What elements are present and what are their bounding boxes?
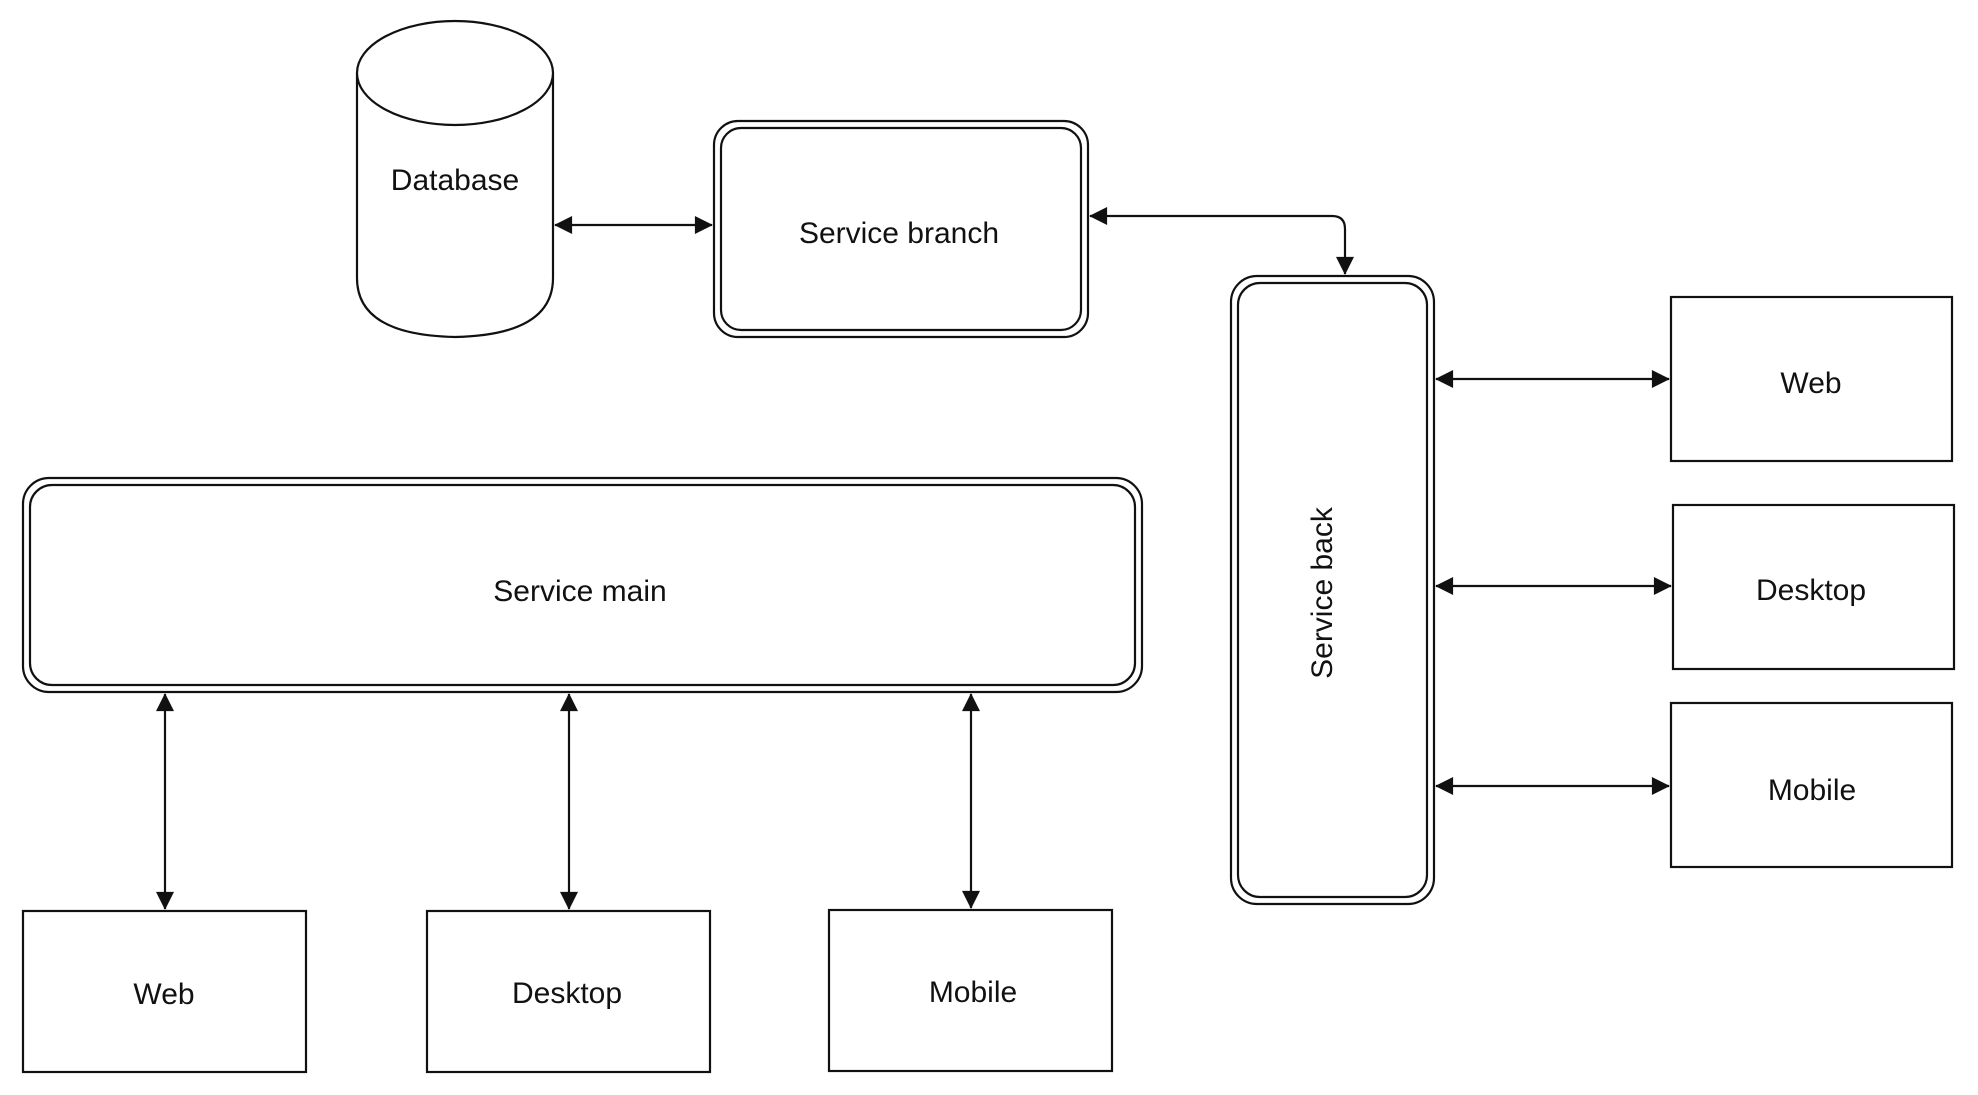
back-desktop-box [1671,503,1956,671]
main-web-label: Web [133,978,194,1011]
main-mobile-node: Mobile [827,908,1114,1073]
service-back-label: Service back [1306,506,1339,679]
service-branch-to-service-back-arrow [1089,207,1354,275]
database-cylinder-body [355,73,555,339]
service-back-node: Service back [1229,274,1436,906]
service-branch-label: Service branch [799,217,999,250]
back-web-box [1669,295,1954,463]
service-main-node: Service main [21,476,1144,694]
main-desktop-label: Desktop [512,977,622,1010]
back-mobile-label: Mobile [1768,774,1856,807]
database-cylinder-top [355,19,555,127]
main-desktop-node: Desktop [425,909,712,1074]
database-node: Database [355,19,555,339]
main-web-box [21,909,308,1074]
main-mobile-label: Mobile [929,976,1017,1009]
database-label: Database [391,164,519,197]
main-web-node: Web [21,909,308,1074]
back-mobile-box [1669,701,1954,869]
back-web-node: Web [1669,295,1954,463]
main-desktop-box [425,909,712,1074]
service-main-label: Service main [493,575,666,608]
service-branch-inner-border [719,126,1083,332]
back-desktop-label: Desktop [1756,574,1866,607]
service-back-inner-border [1236,281,1429,899]
service-main-inner-border [28,483,1137,687]
main-mobile-box [827,908,1114,1073]
back-desktop-node: Desktop [1671,503,1956,671]
back-web-label: Web [1780,367,1841,400]
service-branch-node: Service branch [712,119,1090,339]
back-mobile-node: Mobile [1669,701,1954,869]
